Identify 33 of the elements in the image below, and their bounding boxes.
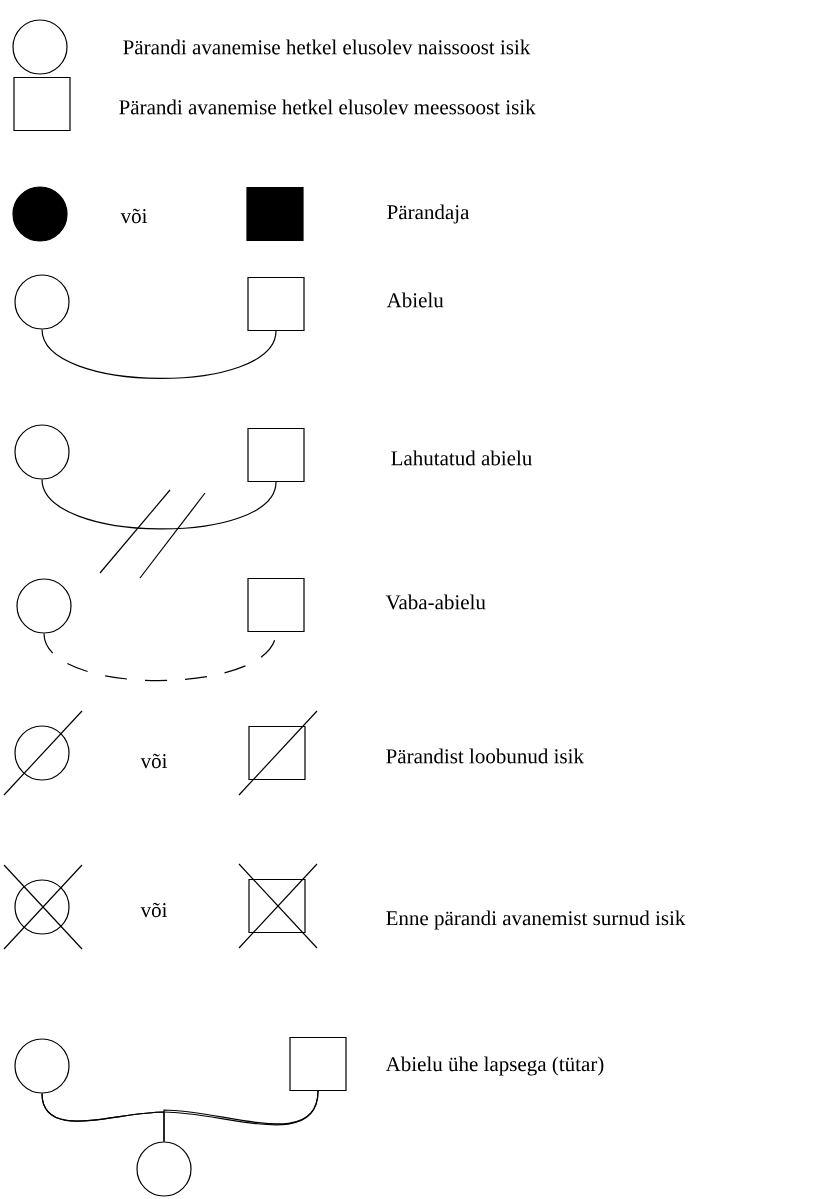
description-text: Pärandi avanemise hetkel elusolev naissoost isik [123,39,531,55]
description-text: Pärandaja [387,204,470,224]
circle-symbol [14,274,70,330]
circle-symbol [12,19,68,75]
square-symbol [247,577,305,633]
description-text: Enne pärandi avanemist surnud isik [386,910,686,930]
description-text: Pärandi avanemise hetkel elusolev meessoost isik [119,99,536,115]
description-text: Abielu [386,292,444,308]
dashed-marriage-line [43,631,277,682]
filled-square-symbol [246,186,304,242]
description-text: Lahutatud abielu [391,450,532,466]
or-text: või [140,753,168,769]
circle-symbol [14,1038,70,1094]
struck-square-symbol [238,710,318,796]
description-text: Pärandist loobunud isik [386,748,584,764]
square-symbol [289,1036,347,1092]
square-symbol [247,276,305,332]
crossed-square-symbol [238,863,318,949]
square-symbol [247,427,305,483]
description-text: Abielu ühe lapsega (tütar) [385,1056,604,1076]
circle-symbol [14,424,70,480]
child-line [163,1090,319,1142]
or-text: või [140,902,168,918]
description-text: Vaba-abielu [385,594,486,610]
filled-circle-symbol [12,186,68,242]
square-symbol [13,76,71,132]
marriage-line [41,329,277,380]
divorced-marriage-line [41,479,277,579]
circle-symbol [16,578,72,634]
or-text: või [120,208,148,224]
crossed-circle-symbol [3,864,83,950]
struck-circle-symbol [3,710,83,796]
circle-symbol [136,1141,192,1197]
